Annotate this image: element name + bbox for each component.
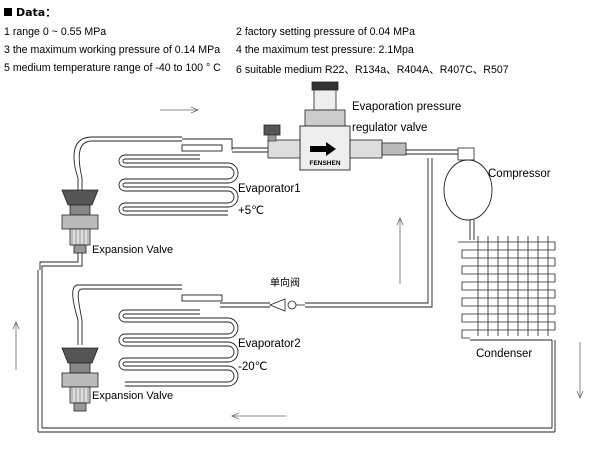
evaporator2-label: Evaporator2 [238, 338, 301, 350]
spec-temperature-range: 5 medium temperature range of -40 to 100… [4, 62, 221, 74]
condenser-label: Condenser [476, 348, 532, 360]
brand-label: FENSHEN [309, 160, 340, 167]
evaporator2-coil [118, 294, 239, 387]
expansion-valve-1-icon [61, 189, 99, 254]
data-heading: Data： [4, 4, 596, 20]
spec-data-block: Data： 1 range 0 ~ 0.55 MPa 2 factory set… [4, 4, 596, 80]
spec-max-working-pressure: 3 the maximum working pressure of 0.14 M… [4, 44, 221, 56]
regulator-label-line1: Evaporation pressure [352, 101, 461, 113]
spec-suitable-medium: 6 suitable medium R22、R134a、R404A、R407C、… [236, 64, 509, 76]
evaporator1-temp: +5℃ [238, 205, 264, 217]
regulator-valve-icon [263, 81, 407, 171]
spec-range: 1 range 0 ~ 0.55 MPa [4, 26, 107, 38]
spec-factory-setting: 2 factory setting pressure of 0.04 MPa [236, 26, 416, 38]
evaporator2-temp: -20℃ [238, 361, 268, 373]
flow-arrows [16, 110, 580, 416]
piping [37, 136, 556, 433]
square-bullet-icon [4, 8, 12, 16]
compressor-label: Compressor [488, 168, 551, 180]
check-valve-icon [268, 298, 305, 312]
regulator-label-line2: regulator valve [352, 122, 427, 134]
evaporator1-label: Evaporator1 [238, 183, 301, 195]
spec-row-1: 1 range 0 ~ 0.55 MPa 2 factory setting p… [4, 26, 596, 44]
data-heading-text: Data： [16, 6, 57, 19]
spec-row-3: 5 medium temperature range of -40 to 100… [4, 62, 596, 80]
expansion-valve-2-icon [61, 347, 99, 412]
spec-row-2: 3 the maximum working pressure of 0.14 M… [4, 44, 596, 62]
expansion-valve-1-label: Expansion Valve [92, 244, 173, 256]
condenser-icon [458, 236, 556, 339]
evaporator1-coil [118, 138, 239, 216]
spec-max-test-pressure: 4 the maximum test pressure: 2.1Mpa [236, 44, 414, 56]
expansion-valve-2-label: Expansion Valve [92, 390, 173, 402]
compressor-icon [443, 147, 493, 221]
check-valve-label: 单向阀 [270, 276, 300, 289]
